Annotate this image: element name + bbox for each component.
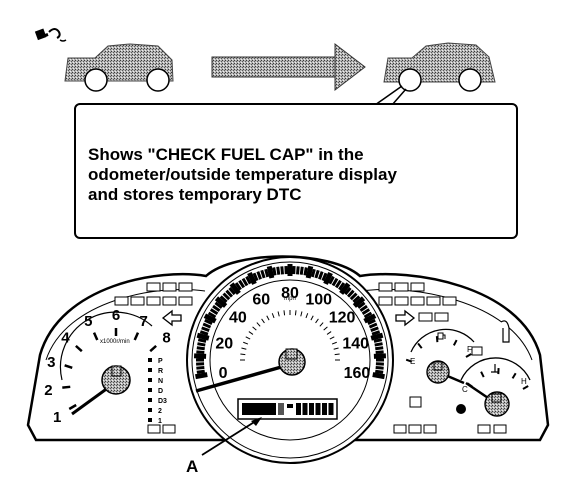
speedo-mph-label: 120	[329, 309, 356, 326]
tach-label: 3	[47, 354, 55, 371]
tach-label: 2	[44, 382, 52, 399]
speedo-tick	[374, 353, 386, 359]
odometer-digit	[309, 403, 314, 415]
fuel-full-label: F	[467, 345, 472, 354]
gear-label: 1	[158, 418, 162, 425]
callout-line-1: Shows "CHECK FUEL CAP" in the	[88, 145, 513, 165]
speedo-mph-label: 140	[342, 335, 369, 352]
odometer-digit	[322, 403, 327, 415]
speedo-tick	[284, 266, 287, 274]
speedo-mph-label: 20	[215, 335, 233, 352]
gear-label: P	[158, 358, 163, 365]
speedo-tick	[288, 264, 293, 276]
kmh-tick	[240, 354, 245, 355]
speedo-tick	[196, 362, 204, 365]
tach-label: 4	[61, 329, 70, 346]
kmh-tick	[295, 310, 296, 315]
odometer-digit	[303, 403, 308, 415]
pointer-a-label: A	[186, 457, 198, 476]
temp-cold-label: C	[462, 385, 468, 394]
fuel-empty-label: E	[410, 357, 415, 366]
gear-dot	[148, 378, 152, 382]
speedo-tick	[376, 359, 384, 362]
speedo-tick	[194, 353, 206, 359]
time-arrow	[212, 44, 365, 90]
odometer-digit	[329, 403, 334, 415]
odometer-digit	[287, 404, 293, 408]
gear-dot	[148, 418, 152, 422]
gear-label: R	[158, 368, 163, 375]
tach-label: 1	[53, 409, 61, 426]
tach-label: 7	[139, 313, 147, 330]
mph-unit-label: mph	[284, 296, 296, 302]
fuel-cap-icon	[35, 29, 66, 41]
speedo-tick	[292, 266, 295, 274]
speedo-mph-label: 100	[305, 291, 332, 308]
kmh-tick	[335, 354, 340, 355]
gear-label: 2	[158, 408, 162, 415]
tach-unit-label: x1000r/min	[100, 339, 130, 345]
gear-dot	[148, 358, 152, 362]
trip-reset-knob[interactable]	[456, 404, 466, 414]
kmh-tick	[284, 310, 285, 315]
car-left	[65, 44, 173, 91]
tach-label: 6	[112, 307, 120, 324]
gear-dot	[148, 368, 152, 372]
callout-box: Shows "CHECK FUEL CAP" in the odometer/o…	[74, 103, 518, 239]
speedo-tick	[196, 359, 204, 362]
temp-hot-label: H	[521, 377, 527, 386]
speedo-mph-label: 40	[229, 309, 247, 326]
speedo-mph-label: 160	[344, 365, 371, 382]
gear-label: D	[158, 388, 163, 395]
gear-dot	[148, 388, 152, 392]
odometer-digit	[296, 403, 301, 415]
gear-dot	[148, 408, 152, 412]
gear-label: N	[158, 378, 163, 385]
callout-text: Shows "CHECK FUEL CAP" in the odometer/o…	[88, 145, 513, 205]
gear-dot	[148, 398, 152, 402]
speedo-tick	[376, 362, 384, 365]
car-right	[384, 43, 495, 91]
odometer-digit	[316, 403, 321, 415]
odometer-display	[238, 399, 337, 419]
speedo-mph-label: 0	[219, 365, 228, 382]
tach-label: 8	[162, 329, 170, 346]
tach-label: 5	[84, 313, 92, 330]
gear-label: D3	[158, 398, 167, 405]
gauge-tick	[437, 336, 438, 342]
callout-line-3: and stores temporary DTC	[88, 185, 513, 205]
speedo-mph-label: 60	[252, 291, 270, 308]
tach-tick	[62, 387, 70, 388]
callout-line-2: odometer/outside temperature display	[88, 165, 513, 185]
